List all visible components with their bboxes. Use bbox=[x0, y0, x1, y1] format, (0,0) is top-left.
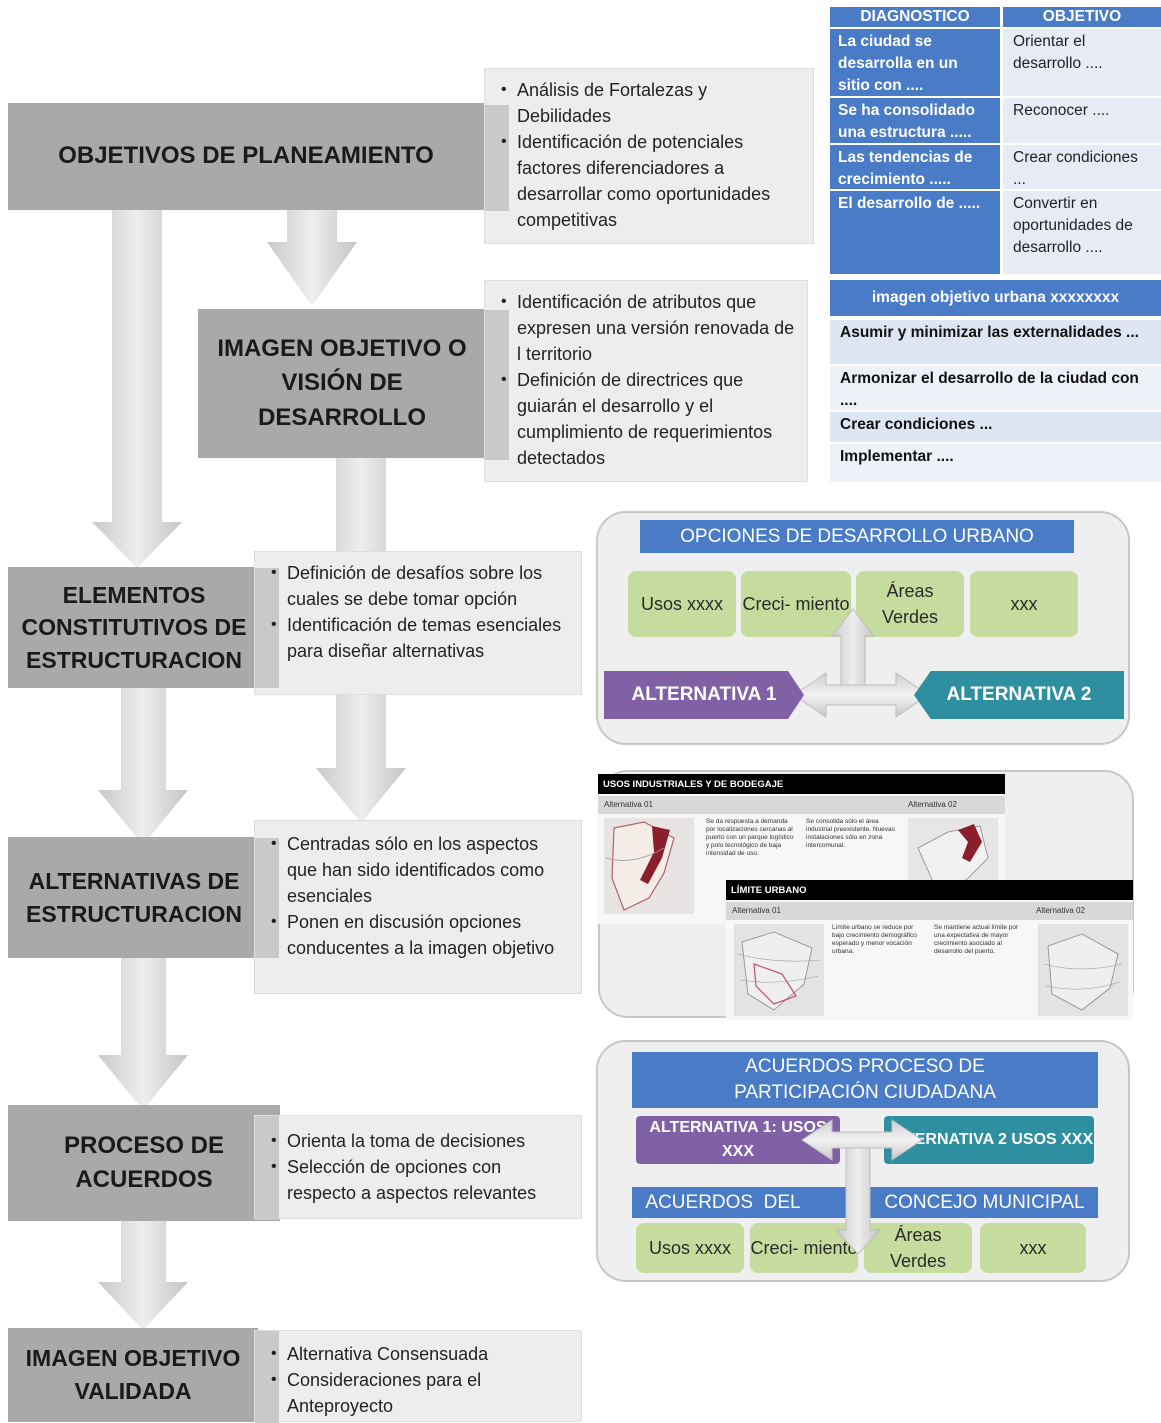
alternativa-2-box: ALTERNATIVA 2 bbox=[914, 671, 1124, 719]
note-item: Centradas sólo en los aspectos que han s… bbox=[265, 831, 573, 909]
notes-alternativas: Centradas sólo en los aspectos que han s… bbox=[254, 820, 582, 994]
acuerdos-panel-title: ACUERDOS PROCESO DE PARTICIPACIÓN CIUDAD… bbox=[632, 1052, 1098, 1108]
note-item: Orienta la toma de decisiones bbox=[265, 1128, 573, 1154]
acuerdo-option-areas-verdes: Áreas Verdes bbox=[864, 1223, 972, 1273]
arrow-objetivos-elementos bbox=[92, 195, 182, 568]
arrow-objetivos-imagen bbox=[267, 195, 357, 306]
note-item: Identificación de potenciales factores d… bbox=[495, 129, 805, 233]
stage-elementos-constitutivos: ELEMENTOS CONSTITUTIVOS DE ESTRUCTURACIO… bbox=[8, 567, 260, 688]
stage-objetivos-planeamiento: OBJETIVOS DE PLANEAMIENTO bbox=[8, 103, 484, 210]
arrow-proceso-validada bbox=[98, 1220, 188, 1330]
notes-objetivos: Análisis de Fortalezas y Debilidades Ide… bbox=[484, 68, 814, 244]
sheet-title: USOS INDUSTRIALES Y DE BODEGAJE bbox=[598, 774, 1005, 794]
table-cell-diagnostico: Las tendencias de crecimiento ..... bbox=[830, 145, 1000, 189]
double-arrow bbox=[801, 1119, 923, 1161]
table-cell-objetivo: Orientar el desarrollo .... bbox=[1003, 29, 1161, 96]
table-header-objetivo: OBJETIVO bbox=[1003, 7, 1161, 27]
map-thumbnail bbox=[908, 818, 998, 888]
option-crecimiento: Creci- miento bbox=[741, 571, 851, 637]
table-cell-diagnostico: Se ha consolidado una estructura ..... bbox=[830, 98, 1000, 143]
option-usos: Usos xxxx bbox=[628, 571, 736, 637]
notes-proceso: Orienta la toma de decisiones Selección … bbox=[254, 1115, 582, 1220]
sheet-subheader bbox=[726, 902, 1133, 920]
notes-imagen: Identificación de atributos que expresen… bbox=[484, 280, 808, 482]
note-item: Identificación de temas esenciales para … bbox=[265, 612, 573, 664]
sheet-description: Se consolida sólo el área industrial pre… bbox=[806, 818, 895, 849]
sheet-description: Se mantiene actual límite por una expect… bbox=[934, 924, 1019, 955]
vision-list-item: Armonizar el desarrollo de la ciudad con… bbox=[830, 366, 1161, 410]
acuerdo-option-usos: Usos xxxx bbox=[636, 1223, 744, 1273]
up-arrow bbox=[830, 608, 876, 686]
option-xxx: xxx bbox=[970, 571, 1078, 637]
acuerdo-option-xxx: xxx bbox=[980, 1223, 1086, 1273]
sheet-alt-label: Alternativa 01 bbox=[604, 800, 653, 809]
option-areas-verdes: Áreas Verdes bbox=[856, 571, 964, 637]
note-item: Selección de opciones con respecto a asp… bbox=[265, 1154, 573, 1206]
note-item: Ponen en discusión opciones conducentes … bbox=[265, 909, 573, 961]
note-item: Definición de directrices que guiarán el… bbox=[495, 367, 799, 471]
opciones-panel-title: OPCIONES DE DESARROLLO URBANO bbox=[640, 520, 1074, 553]
vision-list-item: Implementar .... bbox=[830, 444, 1161, 482]
sheet-subheader bbox=[598, 796, 1005, 814]
table-header-diagnostico: DIAGNOSTICO bbox=[830, 7, 1000, 27]
note-item: Consideraciones para el Anteproyecto bbox=[265, 1367, 573, 1419]
vision-list-item: Asumir y minimizar las externalidades ..… bbox=[830, 320, 1161, 364]
alternativa-1-box: ALTERNATIVA 1 bbox=[604, 671, 804, 719]
sheet-description: Límite urbano se reduce por bajo crecimi… bbox=[832, 924, 917, 955]
sheet-alt-label: Alternativa 01 bbox=[732, 906, 781, 915]
stage-imagen-objetivo: IMAGEN OBJETIVO O VISIÓN DE DESARROLLO bbox=[198, 309, 486, 458]
note-item: Identificación de atributos que expresen… bbox=[495, 289, 799, 367]
note-item: Alternativa Consensuada bbox=[265, 1341, 573, 1367]
sheet-usos-industriales: USOS INDUSTRIALES Y DE BODEGAJE Alternat… bbox=[598, 774, 1005, 924]
sheet-description: Se da respuesta a demanda por localizaci… bbox=[706, 818, 794, 857]
notes-elementos: Definición de desafíos sobre los cuales … bbox=[254, 551, 582, 695]
map-thumbnail bbox=[734, 924, 824, 1016]
note-item: Análisis de Fortalezas y Debilidades bbox=[495, 77, 805, 129]
note-item: Definición de desafíos sobre los cuales … bbox=[265, 560, 573, 612]
sheet-limite-urbano: LÍMITE URBANO Alternativa 01 Alternativa… bbox=[726, 880, 1133, 1020]
table-cell-objetivo: Convertir en oportunidades de desarrollo… bbox=[1003, 191, 1161, 274]
sheet-alt-label: Alternativa 02 bbox=[908, 800, 957, 809]
table-cell-objetivo: Crear condiciones ... bbox=[1003, 145, 1161, 189]
table-cell-objetivo: Reconocer .... bbox=[1003, 98, 1161, 143]
notes-validada: Alternativa Consensuada Consideraciones … bbox=[254, 1330, 582, 1423]
map-thumbnail bbox=[604, 818, 694, 914]
down-arrow bbox=[834, 1147, 882, 1255]
sheet-alt-label: Alternativa 02 bbox=[1036, 906, 1085, 915]
vision-list-item: Crear condiciones ... bbox=[830, 412, 1161, 442]
arrow-elementos-alternativas bbox=[98, 688, 188, 845]
vision-list-title: imagen objetivo urbana xxxxxxxx bbox=[830, 280, 1161, 316]
stage-alternativas-estructuracion: ALTERNATIVAS DE ESTRUCTURACION bbox=[8, 837, 260, 958]
acuerdos-connector-arrows bbox=[801, 1119, 923, 1255]
arrow-alternativas-proceso bbox=[98, 955, 188, 1110]
table-cell-diagnostico: El desarrollo de ..... bbox=[830, 191, 1000, 274]
stage-imagen-validada: IMAGEN OBJETIVO VALIDADA bbox=[8, 1328, 258, 1422]
stage-proceso-acuerdos: PROCESO DE ACUERDOS bbox=[8, 1105, 280, 1221]
table-cell-diagnostico: La ciudad se desarrolla en un sitio con … bbox=[830, 29, 1000, 96]
sheet-title: LÍMITE URBANO bbox=[726, 880, 1133, 900]
map-thumbnail bbox=[1038, 924, 1128, 1016]
